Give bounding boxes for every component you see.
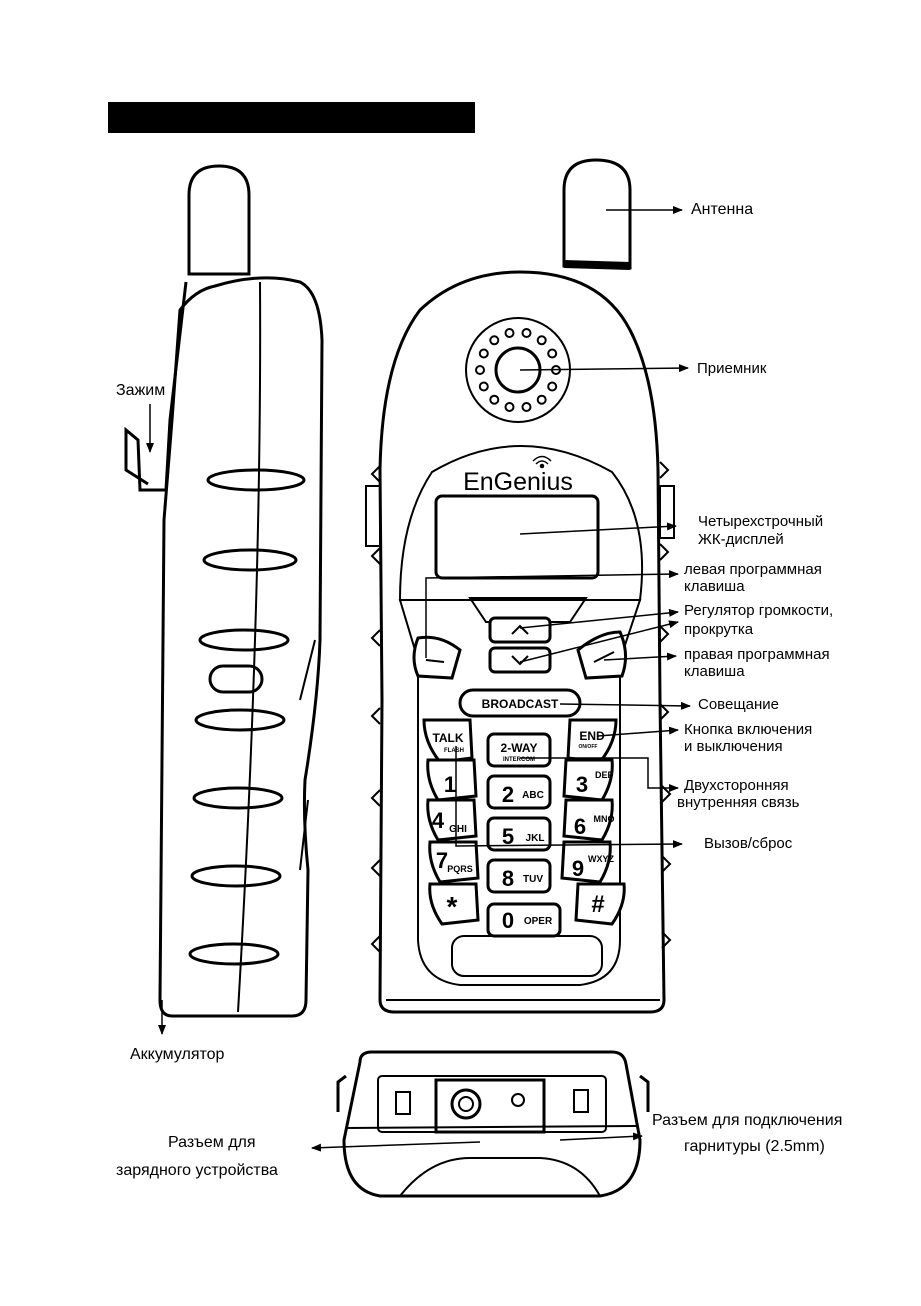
callout-lines xyxy=(146,206,691,1152)
label-left-softkey-line1: левая программная xyxy=(684,561,822,578)
key-hash[interactable] xyxy=(574,882,626,926)
label-power-line1: Кнопка включения xyxy=(684,721,813,738)
label-right-softkey-line2: клавиша xyxy=(684,663,745,680)
key-4-letters: GHI xyxy=(449,824,467,835)
key-5-digit: 5 xyxy=(502,824,514,849)
key-6-digit: 6 xyxy=(574,814,586,839)
speaker-hole xyxy=(521,402,532,412)
keypad xyxy=(412,616,627,938)
key-7-digit: 7 xyxy=(436,848,448,873)
key-0-digit: 0 xyxy=(502,908,514,933)
key-7[interactable] xyxy=(428,840,480,884)
key-6[interactable] xyxy=(562,798,614,842)
end-label: END xyxy=(579,729,605,743)
side-clip xyxy=(124,281,188,492)
volume-up-button[interactable] xyxy=(488,616,552,644)
talk-sublabel: FLASH xyxy=(444,748,464,754)
key-3[interactable] xyxy=(562,758,614,802)
key-2-letters: ABC xyxy=(522,790,544,801)
key-8[interactable] xyxy=(486,858,552,894)
label-power-line2: и выключения xyxy=(684,738,783,755)
key-4[interactable] xyxy=(426,798,478,842)
key-3-digit: 3 xyxy=(576,772,588,797)
key-star[interactable] xyxy=(428,882,480,926)
key-5-letters: JKL xyxy=(526,833,545,844)
label-conference: Совещание xyxy=(698,696,780,713)
talk-label: TALK xyxy=(432,731,463,745)
label-charger-line1: Разъем для xyxy=(168,1134,256,1151)
label-intercom-line1: Двухсторонняя xyxy=(684,777,789,794)
key-9[interactable] xyxy=(560,840,612,884)
key-hash-symbol: # xyxy=(591,891,604,918)
label-lcd-line2: ЖК-дисплей xyxy=(698,531,784,548)
twoway-sublabel: INTERCOM xyxy=(503,757,535,763)
side-antenna xyxy=(187,164,251,276)
key-2[interactable] xyxy=(486,774,552,810)
speaker-hole xyxy=(547,381,558,392)
key-1[interactable] xyxy=(426,758,478,802)
label-headset-line2: гарнитуры (2.5mm) xyxy=(684,1138,825,1155)
key-2-digit: 2 xyxy=(502,782,514,807)
volume-down-button[interactable] xyxy=(488,646,552,674)
label-left-softkey-line2: клавиша xyxy=(684,578,745,595)
speaker-hole xyxy=(536,394,547,405)
front-antenna xyxy=(562,158,632,270)
label-headset-line1: Разъем для подключения xyxy=(652,1112,843,1129)
label-receiver: Приемник xyxy=(697,360,767,377)
broadcast-label: BROADCAST xyxy=(482,697,559,711)
speaker-hole xyxy=(489,335,500,346)
label-battery: Аккумулятор xyxy=(130,1046,225,1063)
connector-panel xyxy=(434,1078,546,1134)
broadcast-button[interactable] xyxy=(458,688,582,718)
bottom-view xyxy=(336,1050,650,1198)
side-view xyxy=(124,164,324,1018)
speaker-hole xyxy=(504,402,515,412)
key-5[interactable] xyxy=(486,816,552,852)
key-0-letters: OPER xyxy=(524,916,553,927)
label-volume-line1: Регулятор громкости, xyxy=(684,602,834,619)
key-0[interactable] xyxy=(486,902,562,938)
side-button xyxy=(208,664,264,694)
label-antenna: Антенна xyxy=(691,201,754,218)
key-8-letters: TUV xyxy=(523,874,543,885)
speaker-hole xyxy=(521,328,532,338)
section-title-bar xyxy=(108,102,475,133)
speaker-hole xyxy=(475,365,485,375)
right-softkey[interactable] xyxy=(576,630,627,680)
end-sublabel: ON/OFF xyxy=(579,744,598,750)
label-right-softkey-line1: правая программная xyxy=(684,646,830,663)
key-1-digit: 1 xyxy=(444,772,456,797)
twoway-label: 2-WAY xyxy=(501,741,538,755)
speaker-hole xyxy=(536,335,547,346)
speaker-hole xyxy=(547,348,558,359)
speaker-hole xyxy=(489,394,500,405)
key-9-letters: WXYZ xyxy=(588,854,615,864)
speaker-hole xyxy=(478,348,489,359)
speaker-hole xyxy=(504,328,515,338)
wifi-icon xyxy=(532,455,552,469)
brand-logo: EnGenius xyxy=(463,468,573,496)
label-lcd-line1: Четырехстрочный xyxy=(698,513,824,530)
label-clip: Зажим xyxy=(116,382,166,399)
label-intercom-line2: внутренняя связь xyxy=(677,794,800,811)
key-star-symbol: * xyxy=(447,891,458,922)
key-6-letters: MNO xyxy=(594,814,615,824)
key-3-letters: DEF xyxy=(595,770,614,780)
key-4-digit: 4 xyxy=(432,808,445,833)
key-9-digit: 9 xyxy=(572,856,584,881)
speaker-hole xyxy=(478,381,489,392)
label-charger-line2: зарядного устройства xyxy=(116,1162,278,1179)
key-7-letters: PQRS xyxy=(447,864,473,874)
side-body xyxy=(158,276,324,1018)
label-call: Вызов/сброс xyxy=(704,835,793,852)
key-8-digit: 8 xyxy=(502,866,514,891)
label-volume-line2: прокрутка xyxy=(684,621,754,638)
headset-jack xyxy=(450,1088,482,1120)
lcd-screen xyxy=(434,494,600,580)
